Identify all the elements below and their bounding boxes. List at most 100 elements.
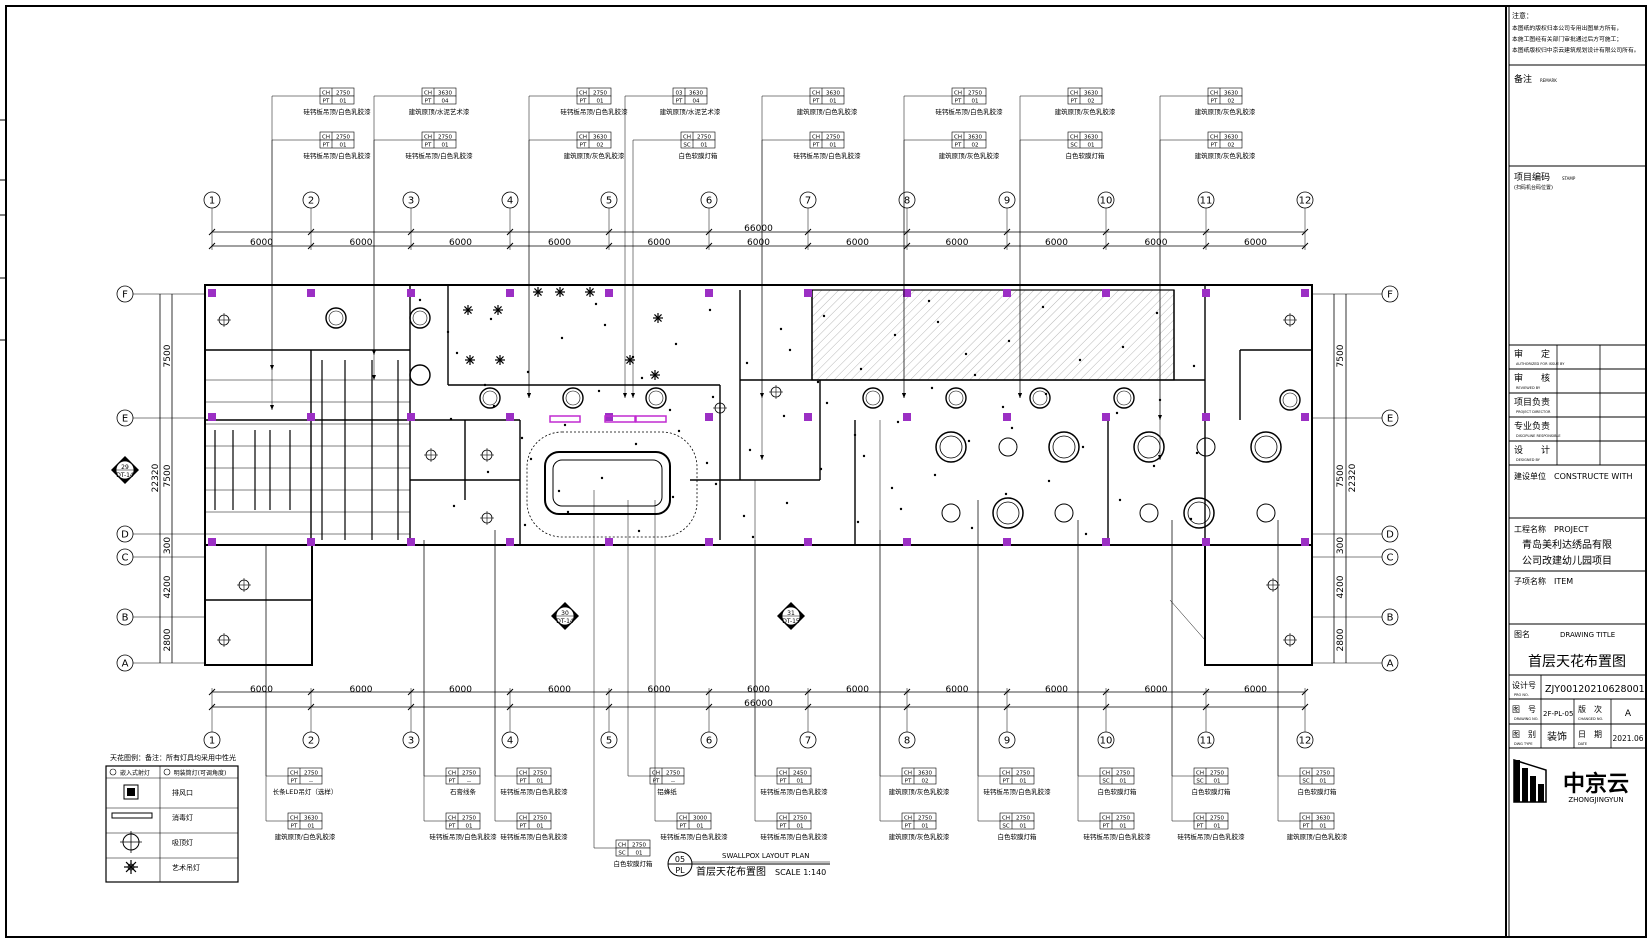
drawing-number: 05	[675, 855, 685, 864]
tag-paint-code: PT	[780, 824, 787, 830]
bay-dimension: 6000	[846, 238, 869, 248]
row-dimension: 7500	[1336, 464, 1346, 487]
tag-paint-value: 01	[308, 824, 315, 830]
downlight	[1054, 503, 1074, 523]
grid-row-label: D	[121, 530, 129, 541]
structural-column	[1003, 413, 1011, 421]
bay-dimension: 6000	[1045, 685, 1068, 695]
tag-note: 建筑原顶/水泥艺术漆	[409, 107, 470, 116]
tag-paint-value: --	[309, 779, 313, 785]
bay-dimension: 6000	[350, 238, 373, 248]
tag-paint-value: 01	[1120, 779, 1127, 785]
tag-paint-value: 01	[1120, 824, 1127, 830]
tag-paint-code: PT	[680, 824, 687, 830]
tag-paint-value: 01	[1214, 824, 1221, 830]
structural-column	[605, 538, 613, 546]
tag-code: CH	[579, 135, 587, 141]
tag-code: CH	[448, 771, 456, 777]
tag-code: 03	[676, 91, 683, 97]
structural-column	[705, 289, 713, 297]
tag-ceiling-height: 2750	[1316, 771, 1330, 777]
grid-column-label: 9	[1004, 736, 1010, 747]
tag-paint-code: SC	[1196, 779, 1203, 785]
tag-code: CH	[1070, 135, 1078, 141]
tag-paint-code: PT	[653, 779, 660, 785]
tag-paint-value: 01	[537, 779, 544, 785]
tag-note: 硅钙板吊顶/白色乳胶漆	[405, 151, 473, 160]
grid-column-label: 1	[209, 196, 215, 207]
tag-code: CH	[618, 843, 626, 849]
tag-code: CH	[424, 91, 432, 97]
bay-dimension: 6000	[548, 238, 571, 248]
tag-code: CH	[954, 135, 962, 141]
tag-paint-value: 01	[636, 851, 643, 857]
structural-column	[1102, 413, 1110, 421]
bay-dimension: 6000	[350, 685, 373, 695]
structural-column	[605, 413, 613, 421]
structural-column	[307, 538, 315, 546]
drawing-no-en: DRAWING NO.	[1514, 717, 1538, 721]
tag-paint-code: SC	[1102, 779, 1109, 785]
tag-note: 硅钙板吊顶/白色乳胶漆	[500, 787, 568, 796]
structural-column	[506, 538, 514, 546]
grid-row-label: A	[122, 659, 129, 670]
tag-paint-code: SC	[618, 851, 625, 857]
approval-en: REVIEWED BY	[1516, 386, 1541, 390]
structural-column	[1202, 413, 1210, 421]
downlight	[1256, 503, 1276, 523]
row-dimension: 300	[163, 537, 173, 554]
structural-column	[804, 413, 812, 421]
drawing-type: 装饰	[1547, 730, 1567, 743]
tag-ceiling-height: 3630	[593, 135, 607, 141]
ceiling-light	[479, 387, 501, 409]
item-label: 子项名称 ITEM	[1514, 576, 1573, 586]
project-code-label: 项目编码	[1514, 171, 1550, 183]
tag-paint-code: SC	[1070, 143, 1077, 149]
art-pendant-icon	[585, 287, 595, 297]
tag-code: CH	[519, 771, 527, 777]
art-pendant-icon	[463, 305, 473, 315]
tag-ceiling-height: 2750	[336, 135, 350, 141]
bay-dimension: 6000	[1045, 238, 1068, 248]
tag-paint-code: PT	[1003, 779, 1010, 785]
notes-line: 本图纸版权归中京云建筑规划设计有限公司所有。	[1512, 46, 1640, 54]
tag-ceiling-height: 2750	[793, 816, 807, 822]
tag-note: 白色软膜灯箱	[679, 151, 719, 160]
grid-column-label: 8	[904, 736, 910, 747]
tag-ceiling-height: 2750	[1016, 771, 1030, 777]
tag-note: 硅钙板吊顶/白色乳胶漆	[660, 832, 728, 841]
drawing-label: 图名	[1514, 629, 1530, 639]
tag-paint-value: 01	[1320, 824, 1327, 830]
structural-column	[208, 538, 216, 546]
tag-ceiling-height: 2750	[1210, 771, 1224, 777]
bay-dimension: 6000	[250, 685, 273, 695]
tag-paint-value: 01	[1020, 824, 1027, 830]
tag-paint-value: 01	[466, 824, 473, 830]
tag-code: CH	[448, 816, 456, 822]
structural-column	[804, 538, 812, 546]
tag-paint-code: SC	[1002, 824, 1009, 830]
tag-paint-value: 02	[972, 143, 979, 149]
tag-ceiling-height: 3000	[693, 816, 707, 822]
grid-row-label: E	[122, 414, 128, 425]
structural-column	[1102, 538, 1110, 546]
tag-paint-code: PT	[1303, 824, 1310, 830]
grid-column-label: 5	[606, 196, 612, 207]
tag-note: 白色软膜灯箱	[1298, 787, 1338, 796]
tag-paint-code: PT	[520, 824, 527, 830]
notes-label: 注意：	[1512, 11, 1533, 20]
section-ref: DT-14	[556, 618, 574, 625]
grid-row-label: A	[1387, 659, 1394, 670]
tag-paint-value: 01	[597, 99, 604, 105]
